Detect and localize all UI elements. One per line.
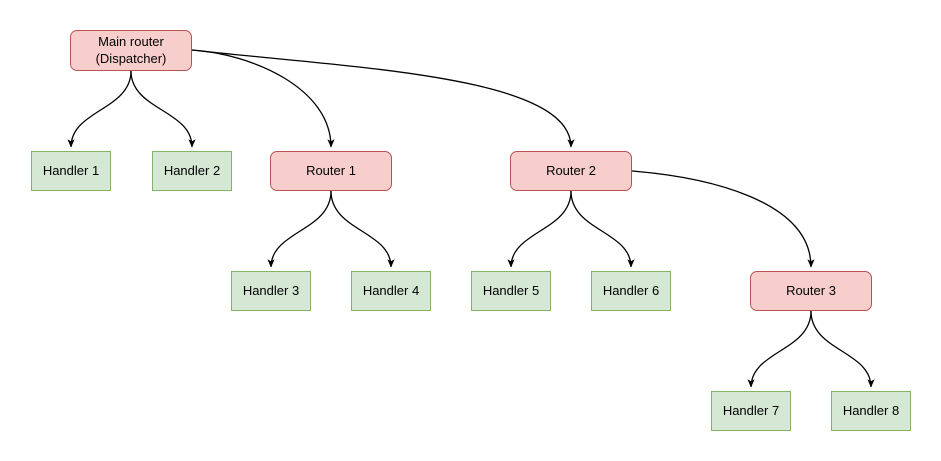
node-handler-7: Handler 7 — [711, 391, 791, 431]
node-handler-4: Handler 4 — [351, 271, 431, 311]
node-handler-6: Handler 6 — [591, 271, 671, 311]
edge-router3-to-handler7 — [747, 310, 812, 388]
edge-router2-to-handler5 — [507, 190, 572, 268]
edge-router1-to-handler3 — [267, 190, 332, 268]
node-router-3: Router 3 — [750, 271, 872, 311]
edge-main-to-router2 — [191, 49, 575, 148]
edge-main-to-handler1 — [67, 70, 132, 148]
node-handler-3: Handler 3 — [231, 271, 311, 311]
edge-main-to-router1 — [191, 49, 335, 148]
edge-router1-to-handler4 — [330, 190, 395, 268]
edge-router2-to-handler6 — [570, 190, 635, 268]
node-handler-8: Handler 8 — [831, 391, 911, 431]
node-handler-1: Handler 1 — [31, 151, 111, 191]
node-router-2: Router 2 — [510, 151, 632, 191]
node-handler-2: Handler 2 — [152, 151, 232, 191]
edge-main-to-handler2 — [130, 70, 196, 148]
node-router-1: Router 1 — [270, 151, 392, 191]
edge-router3-to-handler8 — [810, 310, 875, 388]
node-main-router-dispatcher: Main router (Dispatcher) — [70, 30, 192, 71]
edge-router2-to-router3 — [631, 170, 815, 268]
node-handler-5: Handler 5 — [471, 271, 551, 311]
